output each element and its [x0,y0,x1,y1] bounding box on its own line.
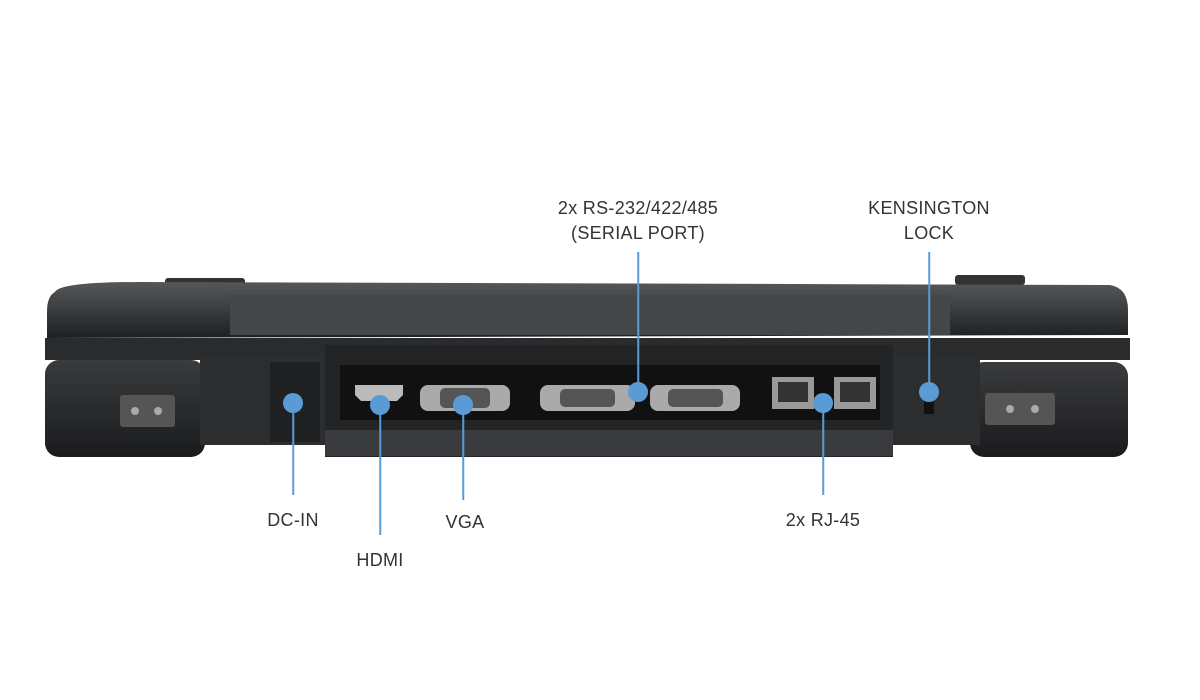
rj45-leader-line [822,403,824,495]
hdmi-marker-dot [370,395,390,415]
hdmi-port [355,385,403,401]
rj45-marker-dot [813,393,833,413]
kensington-label-line2: LOCK [903,223,955,243]
kensington-label: KENSINGTON LOCK [868,196,990,246]
dc-in-label: DC-IN [267,510,319,530]
serial-label-line1: 2x RS-232/422/485 [557,198,719,218]
serial-marker-dot [628,382,648,402]
rj45-label: 2x RJ-45 [785,510,861,530]
hdmi-label: HDMI [356,550,404,570]
vga-marker-dot [453,395,473,415]
dc-in-leader-line [292,403,294,495]
vga-leader-line [462,405,464,500]
kensington-marker-dot [919,382,939,402]
dc-in-marker-dot [283,393,303,413]
kensington-slot [924,400,934,414]
hdmi-leader-line [379,405,381,535]
serial-label: 2x RS-232/422/485 (SERIAL PORT) [558,196,718,246]
serial-leader-line [637,252,639,392]
serial-label-line2: (SERIAL PORT) [571,223,705,243]
vga-label: VGA [445,512,485,532]
kensington-leader-line [928,252,930,392]
kensington-label-line1: KENSINGTON [868,198,990,218]
